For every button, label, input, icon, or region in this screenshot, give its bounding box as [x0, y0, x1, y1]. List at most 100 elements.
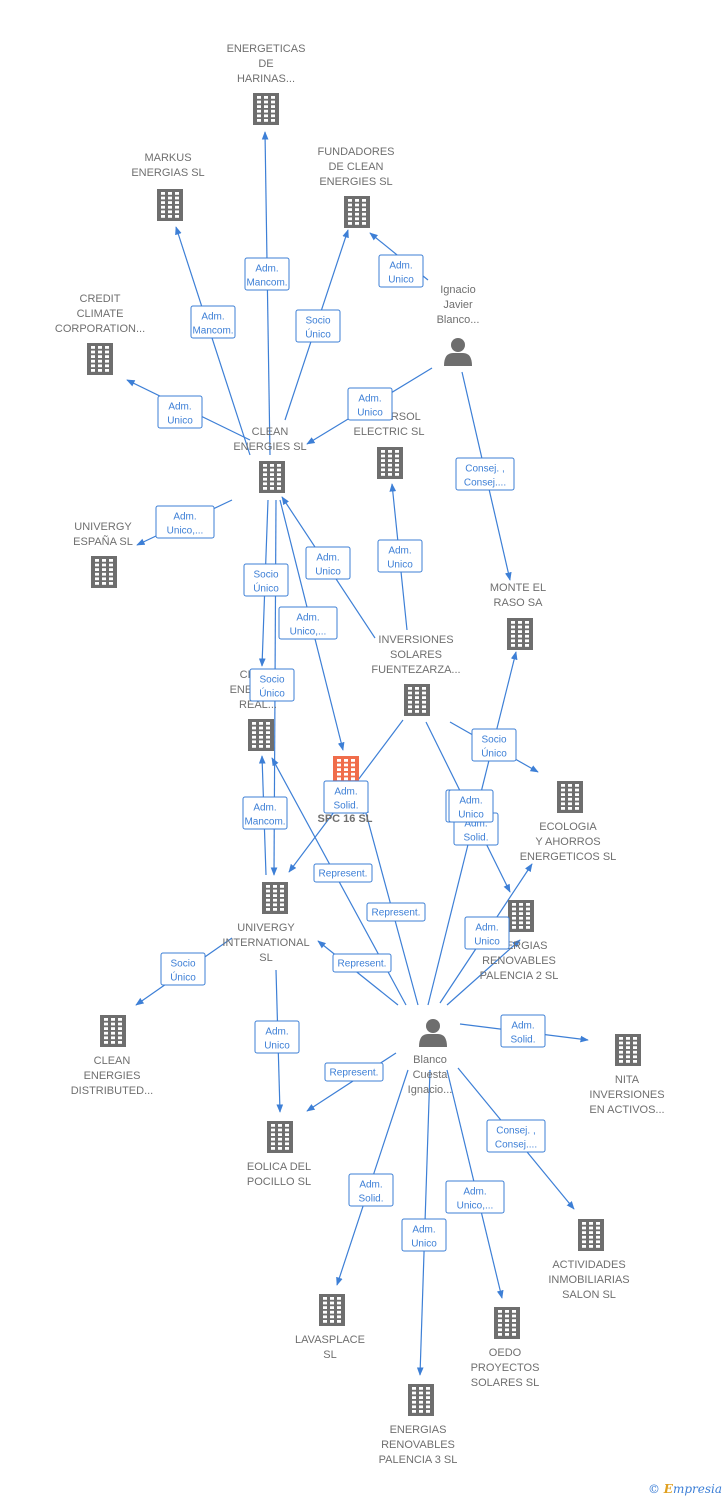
building-icon[interactable]	[344, 196, 370, 228]
relation-badge[interactable]: Consej. ,Consej....	[455, 457, 515, 491]
building-icon[interactable]	[262, 882, 288, 914]
relation-badge-box[interactable]	[160, 952, 206, 986]
relation-badge[interactable]: Adm.Mancom.	[190, 305, 236, 339]
building-icon[interactable]	[267, 1121, 293, 1153]
relation-badge-box[interactable]	[324, 1062, 384, 1082]
relation-badge-box[interactable]	[464, 916, 510, 950]
relation-badge-box[interactable]	[278, 606, 338, 640]
relation-badge-box[interactable]	[378, 254, 424, 288]
building-icon[interactable]	[578, 1219, 604, 1251]
relation-badge-box[interactable]	[313, 863, 373, 883]
relation-badge-box[interactable]	[448, 789, 494, 823]
relation-badge-box[interactable]	[455, 457, 515, 491]
node-clean_distributed[interactable]: CLEANENERGIESDISTRIBUTED...	[71, 1015, 154, 1097]
relation-badge[interactable]: Represent.	[313, 863, 373, 883]
relation-badge[interactable]: Adm.Unico,...	[445, 1180, 505, 1214]
relation-badge[interactable]: Adm.Unico,...	[155, 505, 215, 539]
building-icon[interactable]	[91, 556, 117, 588]
building-icon[interactable]	[404, 684, 430, 716]
relation-badge-box[interactable]	[244, 257, 290, 291]
relation-badge[interactable]: Adm.Unico	[401, 1218, 447, 1252]
building-icon[interactable]	[494, 1307, 520, 1339]
relation-badge[interactable]: Adm.Unico	[464, 916, 510, 950]
relation-badge[interactable]: Adm.Unico	[347, 387, 393, 421]
relation-badge[interactable]: Represent.	[324, 1062, 384, 1082]
relation-badge-box[interactable]	[190, 305, 236, 339]
relation-badge-box[interactable]	[254, 1020, 300, 1054]
node-universol[interactable]: UNIVERSOLELECTRIC SL	[354, 411, 425, 479]
relation-badge-box[interactable]	[401, 1218, 447, 1252]
relation-badge-box[interactable]	[305, 546, 351, 580]
relation-badge[interactable]: Adm.Solid.	[348, 1173, 394, 1207]
relation-badge-box[interactable]	[155, 505, 215, 539]
relation-badge[interactable]: Adm.Unico	[305, 546, 351, 580]
building-icon[interactable]	[557, 781, 583, 813]
relation-badge[interactable]: Adm.Solid.	[323, 780, 369, 814]
relation-badge[interactable]: Adm.Unico,...	[278, 606, 338, 640]
building-icon[interactable]	[248, 719, 274, 751]
building-icon[interactable]	[319, 1294, 345, 1326]
relation-badge[interactable]: Adm.Solid.	[500, 1014, 546, 1048]
relation-badge-box[interactable]	[348, 1173, 394, 1207]
node-energeticas[interactable]: ENERGETICASDEHARINAS...	[227, 43, 306, 125]
relation-badge-box[interactable]	[332, 953, 392, 973]
relation-badge-box[interactable]	[323, 780, 369, 814]
relation-badge[interactable]: Adm.Unico	[448, 789, 494, 823]
relation-badge-box[interactable]	[295, 309, 341, 343]
node-ignacio_javier[interactable]: IgnacioJavierBlanco...	[437, 284, 480, 366]
relation-badge[interactable]: Represent.	[366, 902, 426, 922]
relation-badge-box[interactable]	[486, 1119, 546, 1153]
relation-badge-box[interactable]	[243, 563, 289, 597]
node-blanco_cuesta[interactable]: BlancoCuestaIgnacio...	[408, 1019, 453, 1096]
relation-badge-box[interactable]	[377, 539, 423, 573]
relation-badge-box[interactable]	[471, 728, 517, 762]
relation-badge-box[interactable]	[347, 387, 393, 421]
building-icon[interactable]	[615, 1034, 641, 1066]
relation-badge-box[interactable]	[242, 796, 288, 830]
building-icon[interactable]	[508, 900, 534, 932]
building-icon[interactable]	[100, 1015, 126, 1047]
building-icon[interactable]	[408, 1384, 434, 1416]
building-icon[interactable]	[253, 93, 279, 125]
building-icon[interactable]	[377, 447, 403, 479]
relation-badge-box[interactable]	[366, 902, 426, 922]
node-inversiones_solares[interactable]: INVERSIONESSOLARESFUENTEZARZA...	[371, 634, 461, 716]
building-icon[interactable]	[259, 461, 285, 493]
relation-badge-box[interactable]	[445, 1180, 505, 1214]
person-icon[interactable]	[419, 1019, 447, 1047]
relation-badge-box[interactable]	[157, 395, 203, 429]
relation-badge[interactable]: Adm.Unico	[378, 254, 424, 288]
person-icon[interactable]	[444, 338, 472, 366]
relation-badge[interactable]: Represent.	[332, 953, 392, 973]
relation-badge[interactable]: Adm.Unico	[377, 539, 423, 573]
relation-badge[interactable]: Adm.Unico	[157, 395, 203, 429]
relation-badge-box[interactable]	[500, 1014, 546, 1048]
building-icon[interactable]	[157, 189, 183, 221]
footer-brand[interactable]: © Empresia	[648, 1482, 722, 1496]
relation-badge[interactable]: Adm.Mancom.	[244, 257, 290, 291]
relation-badge[interactable]: Adm.Unico	[254, 1020, 300, 1054]
relation-badge[interactable]: Consej. ,Consej....	[486, 1119, 546, 1153]
relation-badge-box[interactable]	[249, 668, 295, 702]
node-credit[interactable]: CREDITCLIMATECORPORATION...	[55, 293, 145, 375]
building-icon[interactable]	[507, 618, 533, 650]
relation-badge[interactable]: Adm.Mancom.	[242, 796, 288, 830]
